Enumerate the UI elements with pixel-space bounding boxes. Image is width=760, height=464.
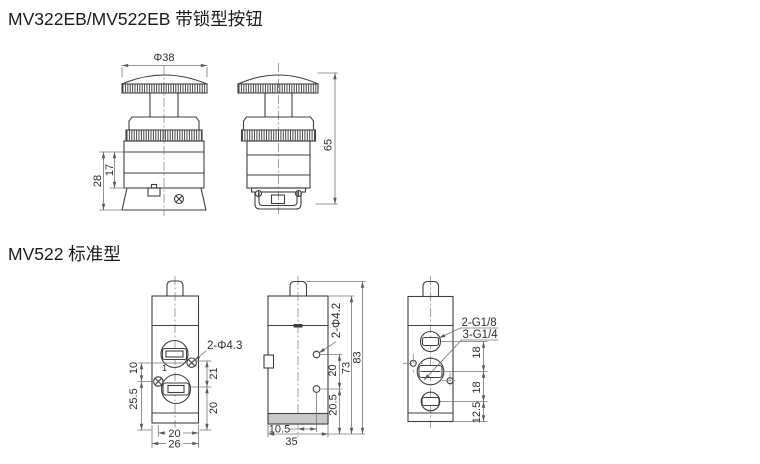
dim-upper-body: 17 <box>104 164 116 176</box>
valve-side-view: 2-Φ4.2 10.5 35 20 20.5 73 <box>263 276 366 448</box>
dim-depth: 35 <box>285 436 297 448</box>
label-port-3: 3-G1/4 <box>463 329 499 341</box>
dim-gap-upper: 18 <box>471 346 483 358</box>
dim-width-inner: 20 <box>168 428 180 440</box>
label-side-holes: 2-Φ4.2 <box>331 303 343 338</box>
dim-right-lower: 20 <box>208 402 220 414</box>
valve-back-view: 2-G1/8 3-G1/4 18 18 12.5 <box>403 276 499 428</box>
button-front-view: Φ38 17 28 <box>92 52 208 216</box>
button-side-view: 65 <box>237 63 338 214</box>
dim-total-height: 65 <box>323 139 335 151</box>
dim-width-outer: 26 <box>168 439 180 451</box>
dim-hole-bottom: 25.5 <box>128 388 140 409</box>
label-port-2: 2-G1/8 <box>462 317 497 329</box>
dim-holes-gap: 20 <box>327 364 339 376</box>
dim-cap-diameter: Φ38 <box>153 52 174 64</box>
section-locked-title: MV322EB/MV522EB 带锁型按钮 <box>8 9 263 29</box>
valve-front-view: 1 2-Φ4.3 10 25.5 21 <box>128 276 242 451</box>
dim-hole-bottom-side: 20.5 <box>328 394 340 415</box>
dim-hole-offset: 10 <box>128 362 140 374</box>
dim-total-height-side: 83 <box>352 351 364 363</box>
dim-lower-body: 28 <box>92 175 104 187</box>
dim-right-upper: 21 <box>208 367 220 379</box>
label-mount-holes: 2-Φ4.3 <box>207 340 242 352</box>
dim-gap-lower: 18 <box>471 381 483 393</box>
section-standard-title: MV522 标准型 <box>8 244 121 264</box>
port-number-label: 1 <box>162 363 167 373</box>
dim-bottom: 12.5 <box>471 402 483 423</box>
dim-body-height: 73 <box>341 362 353 374</box>
